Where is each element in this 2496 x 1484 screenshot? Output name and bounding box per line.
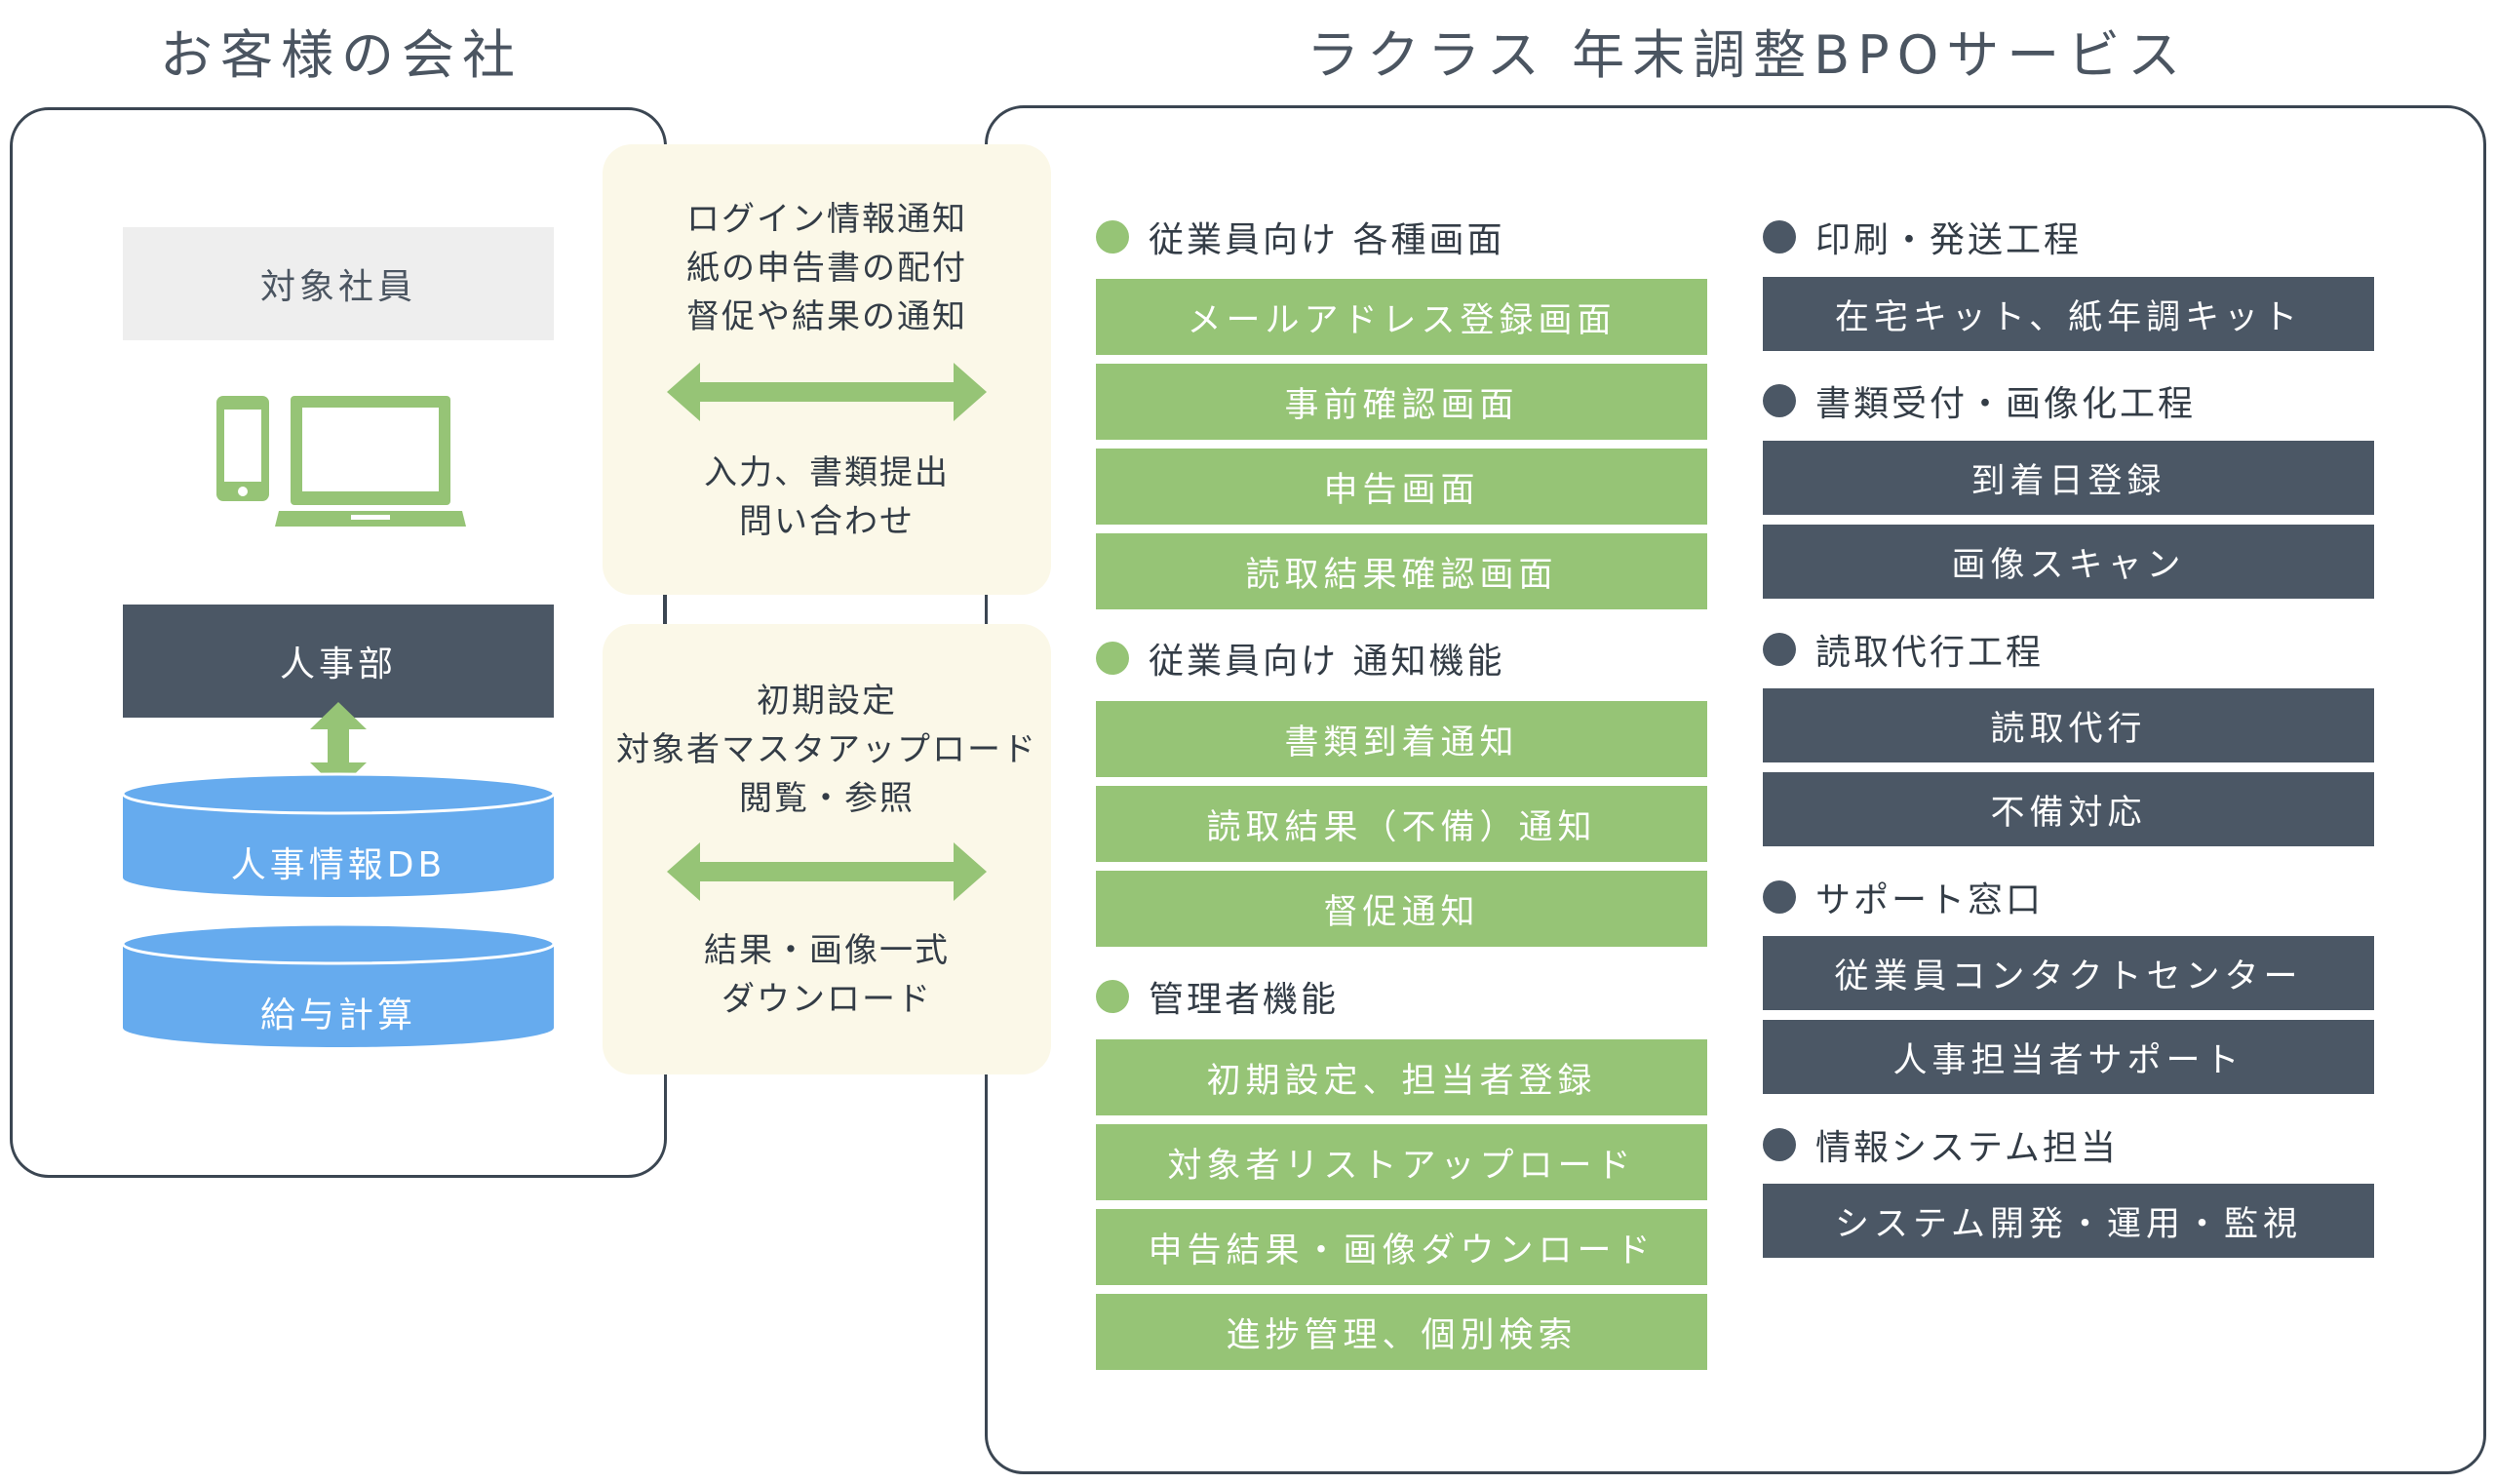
section-title-employee-screens: 従業員向け 各種画面 <box>1096 211 1504 263</box>
service-item: 進捗管理、個別検索 <box>1096 1294 1707 1370</box>
section-title-label: 従業員向け 通知機能 <box>1149 642 1505 682</box>
flow-bottom-outbound-text: 初期設定 対象者マスタアップロード 閲覧・参照 <box>603 677 1051 823</box>
section-title-label: サポート窓口 <box>1815 880 2045 920</box>
service-item: 初期設定、担当者登録 <box>1096 1039 1707 1115</box>
bullet-dot-icon <box>1763 1128 1796 1161</box>
section-title-reading-proxy: 読取代行工程 <box>1763 623 2044 676</box>
hr-database-label: 人事情報DB <box>230 845 447 885</box>
flow-line: 対象者マスタアップロード <box>616 730 1037 769</box>
bullet-dot-icon <box>1763 220 1796 254</box>
hr-database-cylinder <box>121 772 556 897</box>
section-title-it-staff: 情報システム担当 <box>1763 1118 2119 1171</box>
service-item: 申告画面 <box>1096 449 1707 525</box>
bullet-dot-icon <box>1763 880 1796 914</box>
flow-panel-top <box>603 144 1051 595</box>
section-title-document-intake: 書類受付・画像化工程 <box>1763 374 2196 427</box>
service-item: メールアドレス登録画面 <box>1096 279 1707 355</box>
section-title-label: 読取代行工程 <box>1815 633 2045 673</box>
bullet-dot-icon <box>1096 642 1129 675</box>
section-title-label: 書類受付・画像化工程 <box>1815 384 2197 424</box>
section-title-label: 印刷・発送工程 <box>1815 220 2083 260</box>
section-title-employee-notifications: 従業員向け 通知機能 <box>1096 632 1504 684</box>
double-arrow-horizontal-icon <box>667 842 987 901</box>
service-item: システム開発・運用・監視 <box>1763 1184 2374 1258</box>
flow-line: 問い合わせ <box>739 502 915 541</box>
bullet-dot-icon <box>1096 220 1129 254</box>
payroll-database-cylinder <box>121 922 556 1047</box>
payroll-database-label: 給与計算 <box>259 996 416 1035</box>
section-title-support-desk: サポート窓口 <box>1763 871 2044 923</box>
service-item: 不備対応 <box>1763 772 2374 846</box>
service-item: 書類到着通知 <box>1096 701 1707 777</box>
devices-icon <box>216 396 466 527</box>
bullet-dot-icon <box>1763 633 1796 666</box>
connector-line-left <box>663 590 666 624</box>
service-item: 画像スキャン <box>1763 525 2374 599</box>
flow-line: 初期設定 <box>757 682 897 721</box>
section-title-admin-functions: 管理者機能 <box>1096 970 1339 1023</box>
customer-heading: お客様の会社 <box>160 24 523 86</box>
flow-top-outbound-text: ログイン情報通知 紙の申告書の配付 督促や結果の通知 <box>603 195 1051 341</box>
flow-line: ログイン情報通知 <box>686 200 967 239</box>
flow-line: 結果・画像一式 <box>704 931 950 970</box>
flow-line: 入力、書類提出 <box>704 453 950 492</box>
section-title-print-ship: 印刷・発送工程 <box>1763 211 2082 263</box>
flow-line: ダウンロード <box>722 980 932 1019</box>
section-title-label: 情報システム担当 <box>1815 1128 2119 1168</box>
service-item: 従業員コンタクトセンター <box>1763 936 2374 1010</box>
service-item: 読取結果（不備）通知 <box>1096 786 1707 862</box>
service-item: 人事担当者サポート <box>1763 1020 2374 1094</box>
flow-line: 督促や結果の通知 <box>686 297 967 336</box>
service-item: 在宅キット、紙年調キット <box>1763 277 2374 351</box>
flow-panel-bottom <box>603 624 1051 1074</box>
flow-line: 紙の申告書の配付 <box>686 249 967 288</box>
flow-top-inbound-text: 入力、書類提出 問い合わせ <box>603 449 1051 546</box>
double-arrow-vertical-icon <box>310 702 367 790</box>
section-title-label: 管理者機能 <box>1149 980 1340 1020</box>
connector-line-right <box>985 590 988 624</box>
flow-line: 閲覧・参照 <box>739 779 915 818</box>
flow-bottom-inbound-text: 結果・画像一式 ダウンロード <box>603 926 1051 1024</box>
service-item: 対象者リストアップロード <box>1096 1124 1707 1200</box>
service-item: 申告結果・画像ダウンロード <box>1096 1209 1707 1285</box>
service-heading: ラクラス 年末調整BPOサービス <box>1306 24 2189 86</box>
section-title-label: 従業員向け 各種画面 <box>1149 220 1505 260</box>
service-item: 督促通知 <box>1096 871 1707 947</box>
service-item: 読取代行 <box>1763 688 2374 762</box>
bullet-dot-icon <box>1763 384 1796 417</box>
bullet-dot-icon <box>1096 980 1129 1013</box>
double-arrow-horizontal-icon <box>667 363 987 421</box>
service-item: 到着日登録 <box>1763 441 2374 515</box>
service-item: 事前確認画面 <box>1096 364 1707 440</box>
target-employees-box: 対象社員 <box>123 227 554 340</box>
service-item: 読取結果確認画面 <box>1096 533 1707 609</box>
hr-department-box: 人事部 <box>123 605 554 718</box>
